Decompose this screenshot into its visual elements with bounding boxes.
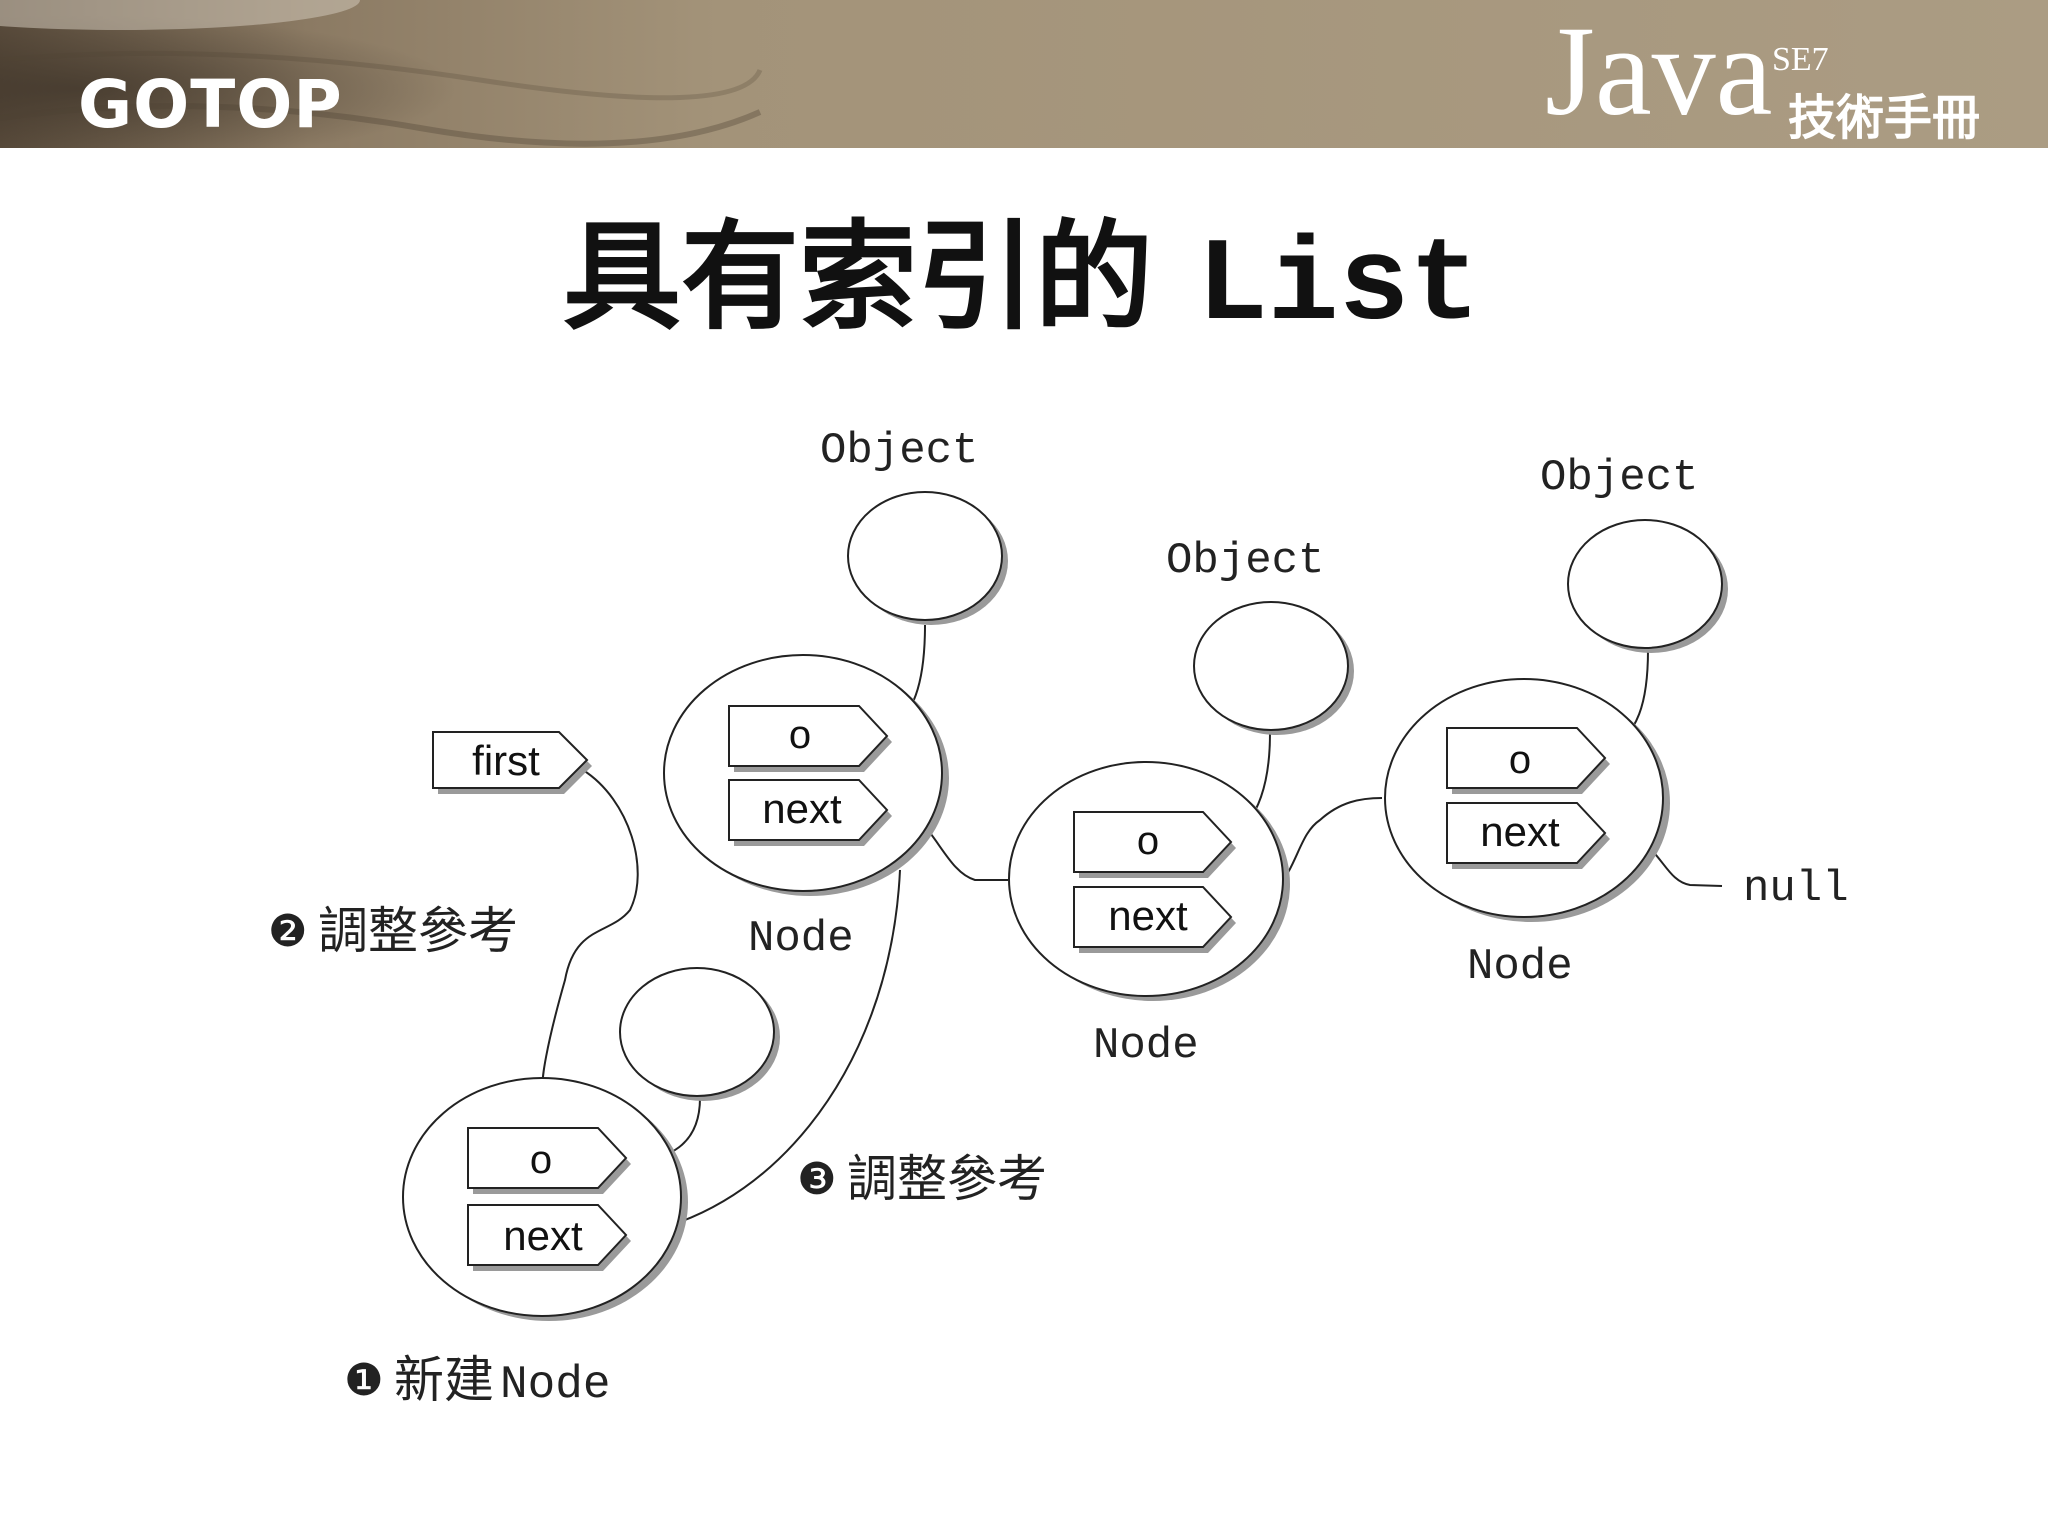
first-pointer-line bbox=[541, 769, 639, 1083]
node-new: o next bbox=[402, 1077, 688, 1321]
step-2-text: 調整參考 bbox=[318, 902, 518, 960]
node-3-label: Node bbox=[1467, 942, 1573, 992]
object-3-label: Object bbox=[1540, 453, 1698, 503]
step-1-text: 新建 bbox=[394, 1351, 494, 1409]
step-1-annotation: ❶ 新建 Node bbox=[344, 1351, 610, 1411]
node-2: o next Node bbox=[1008, 761, 1290, 1071]
node-1-field-next: next bbox=[762, 785, 842, 832]
header-banner bbox=[0, 0, 2048, 148]
object-4-new bbox=[619, 967, 780, 1101]
node-new-field-next: next bbox=[503, 1212, 583, 1259]
first-label: first bbox=[472, 737, 540, 784]
step-3-marker: ❸ bbox=[797, 1154, 836, 1205]
book-logo: Java SE7 技術手冊 bbox=[1545, 0, 1980, 146]
step-3-text: 調整參考 bbox=[847, 1150, 1047, 1208]
node-3-field-o: o bbox=[1509, 738, 1531, 782]
null-label: null bbox=[1743, 864, 1849, 914]
title-code: List bbox=[1197, 221, 1480, 354]
book-subtitle: 技術手冊 bbox=[1788, 90, 1980, 146]
page-title: 具有索引的 List bbox=[563, 208, 1480, 354]
book-title-java: Java bbox=[1545, 0, 1772, 142]
object-2-label: Object bbox=[1166, 536, 1324, 586]
node-2-label: Node bbox=[1093, 1021, 1199, 1071]
node-1: o next Node bbox=[663, 654, 949, 964]
object-1-label: Object bbox=[820, 426, 978, 476]
title-cjk: 具有索引的 bbox=[563, 208, 1153, 346]
step-1-marker: ❶ bbox=[344, 1355, 383, 1406]
step-2-annotation: ❷ 調整參考 bbox=[268, 902, 518, 960]
object-3: Object bbox=[1540, 453, 1728, 653]
node-new-field-o: o bbox=[530, 1138, 552, 1182]
node-3-field-next: next bbox=[1480, 808, 1560, 855]
node-1-field-o: o bbox=[789, 713, 811, 757]
first-pointer: first bbox=[432, 731, 592, 794]
object-1: Object bbox=[820, 426, 1008, 625]
object-2: Object bbox=[1166, 536, 1354, 735]
node-2-field-o: o bbox=[1137, 819, 1159, 863]
step-2-marker: ❷ bbox=[268, 906, 307, 957]
node-3: o next Node bbox=[1384, 678, 1670, 992]
node-1-label: Node bbox=[748, 914, 854, 964]
node-2-field-next: next bbox=[1108, 892, 1188, 939]
publisher-logo: GOTOP bbox=[78, 66, 343, 143]
step-3-annotation: ❸ 調整參考 bbox=[797, 1150, 1047, 1208]
step-1-code: Node bbox=[500, 1359, 610, 1411]
book-edition: SE7 bbox=[1772, 41, 1829, 78]
